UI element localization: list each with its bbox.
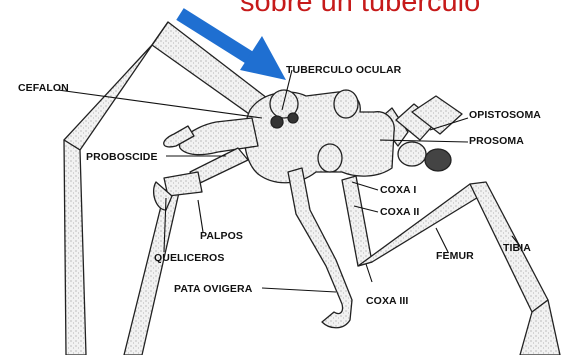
label-opistosoma: OPISTOSOMA bbox=[469, 109, 541, 121]
lower-left-leg bbox=[123, 187, 181, 356]
caption-text: sobre un tubérculo bbox=[240, 0, 481, 18]
label-coxa-iii: COXA III bbox=[366, 295, 409, 307]
upper-left-leg bbox=[63, 21, 281, 356]
label-pata-ovigera: PATA OVIGERA bbox=[174, 283, 253, 295]
rear-leg-stubs bbox=[377, 95, 463, 172]
body-trunk bbox=[243, 89, 395, 184]
proboscis-and-chelicerae bbox=[152, 117, 259, 211]
label-cefalon: CEFALON bbox=[18, 82, 69, 94]
label-queliceros: QUELICEROS bbox=[154, 252, 225, 264]
label-femur: FEMUR bbox=[436, 250, 474, 262]
ovigerous-leg bbox=[287, 167, 353, 329]
label-proboscide: PROBOSCIDE bbox=[86, 151, 158, 163]
leader-lines bbox=[57, 69, 521, 293]
label-tibia: TIBIA bbox=[503, 242, 531, 254]
label-coxa-i: COXA I bbox=[380, 184, 417, 196]
label-tuberculo-ocular: TUBERCULO OCULAR bbox=[286, 64, 402, 76]
label-prosoma: PROSOMA bbox=[469, 135, 524, 147]
right-leg bbox=[341, 175, 561, 356]
label-palpos: PALPOS bbox=[200, 230, 243, 242]
blue-arrow-icon bbox=[176, 8, 286, 80]
label-coxa-ii: COXA II bbox=[380, 206, 420, 218]
